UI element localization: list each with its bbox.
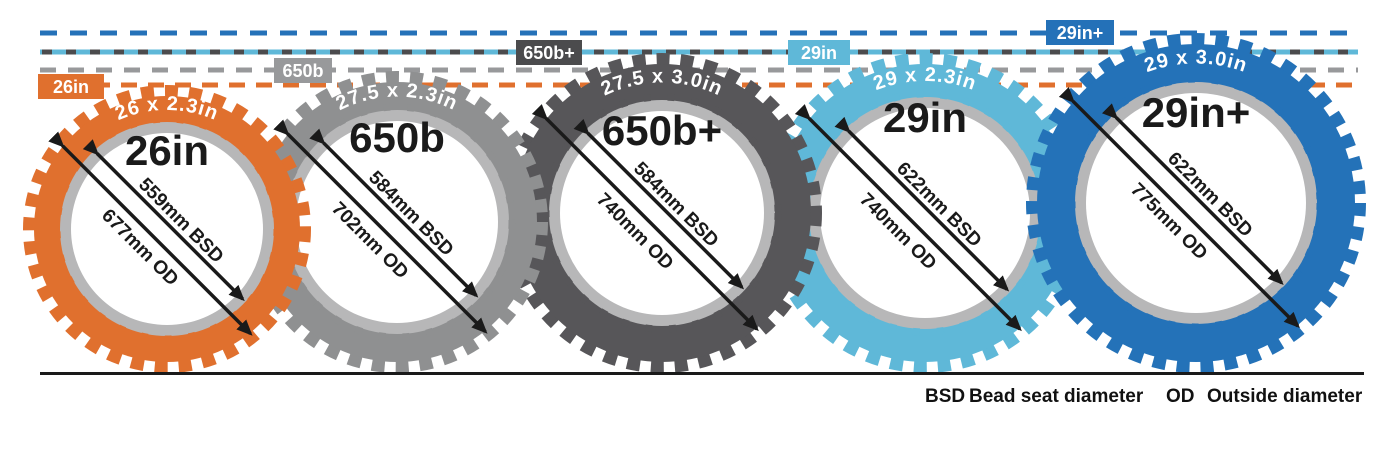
- wheel-650b: 27.5 x 2.3in 650b 584mm BSD 702mm OD: [246, 71, 548, 373]
- wheel-title: 650b+: [602, 107, 722, 154]
- guide-label-29in: 29in: [788, 40, 850, 65]
- od-arrow: [794, 104, 1022, 332]
- tire-knobs: [1026, 33, 1366, 373]
- guide-label-text: 650b: [282, 61, 323, 81]
- tire-inner-notches: [53, 115, 281, 343]
- legend-od-label: Outside diameter: [1207, 386, 1363, 407]
- guide-label-text: 26in: [53, 77, 89, 97]
- wheel-650bplus: 27.5 x 3.0in 650b+ 584mm BSD 740mm OD: [502, 53, 822, 373]
- guide-label-26in: 26in: [38, 74, 104, 99]
- guide-label-box: [516, 40, 582, 65]
- wheel-26in: 26 x 2.3in 26in 559mm BSD 677mm OD: [23, 85, 311, 373]
- wheel-29in: 29 x 2.3in 29in 622mm BSD 740mm OD: [765, 53, 1085, 373]
- legend: BSD Bead seat diameter OD Outside diamet…: [925, 386, 1363, 407]
- wheel-29inplus: 29 x 3.0in 29in+ 622mm BSD 775mm OD: [1026, 33, 1366, 373]
- guide-label-box: [788, 40, 850, 65]
- legend-od-abbr: OD: [1166, 386, 1195, 407]
- wheel-title: 26in: [125, 127, 209, 174]
- guide-label-650b: 650b: [274, 58, 332, 83]
- guide-label-text: 29in+: [1057, 23, 1104, 43]
- od-arrow: [48, 131, 253, 336]
- tire-knobs: [23, 85, 311, 373]
- tire-knobs: [246, 71, 548, 373]
- guide-label-text: 650b+: [523, 43, 575, 63]
- legend-bsd-abbr: BSD: [925, 386, 965, 407]
- od-arrow: [1058, 87, 1300, 329]
- guide-label-text: 29in: [801, 43, 837, 63]
- legend-bsd-label: Bead seat diameter: [969, 386, 1144, 407]
- wheel-title: 650b: [349, 114, 445, 161]
- guide-label-box: [38, 74, 104, 99]
- od-arrow: [273, 119, 488, 334]
- wheel-title: 29in+: [1142, 89, 1251, 136]
- guide-label-650bplus: 650b+: [516, 40, 582, 65]
- guide-label-box: [274, 58, 332, 83]
- guide-label-29inplus: 29in+: [1046, 20, 1114, 45]
- od-arrow: [531, 104, 759, 332]
- guide-label-box: [1046, 20, 1114, 45]
- wheel-title: 29in: [883, 94, 967, 141]
